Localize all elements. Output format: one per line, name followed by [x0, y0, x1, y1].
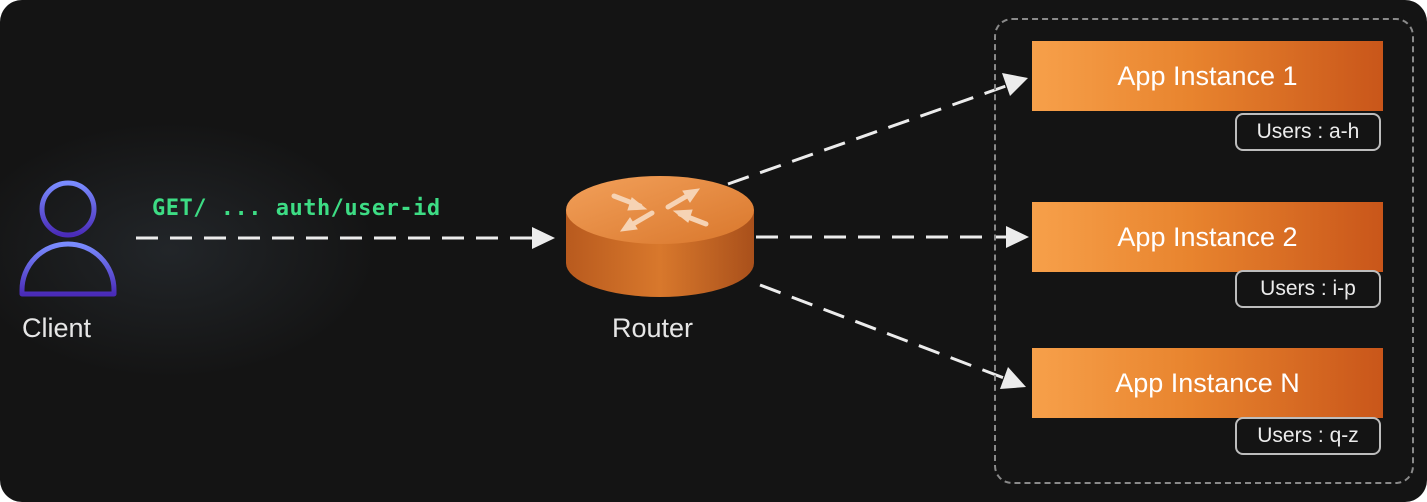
users-range-badge: Users : a-h [1235, 113, 1381, 151]
client-label: Client [22, 313, 92, 343]
route-arrow-2 [756, 226, 1029, 248]
client-glow [0, 120, 380, 380]
user-icon [19, 180, 117, 297]
app-instance-n: App Instance N [1032, 348, 1383, 418]
app-instance-2: App Instance 2 [1032, 202, 1383, 272]
router-label: Router [612, 313, 694, 343]
app-instance-label: App Instance 2 [1117, 221, 1298, 252]
request-label: GET/ ... auth/user-id [152, 196, 441, 221]
router-icon [566, 176, 754, 297]
users-range-badge: Users : q-z [1235, 417, 1381, 455]
request-arrow [136, 227, 555, 249]
app-instance-label: App Instance 1 [1117, 60, 1298, 91]
instances-group [994, 18, 1414, 484]
users-range-badge: Users : i-p [1235, 270, 1381, 308]
app-instance-1: App Instance 1 [1032, 41, 1383, 111]
route-arrow-n [759, 283, 1026, 389]
route-arrow-1 [727, 73, 1028, 186]
app-instance-label: App Instance N [1115, 367, 1300, 398]
